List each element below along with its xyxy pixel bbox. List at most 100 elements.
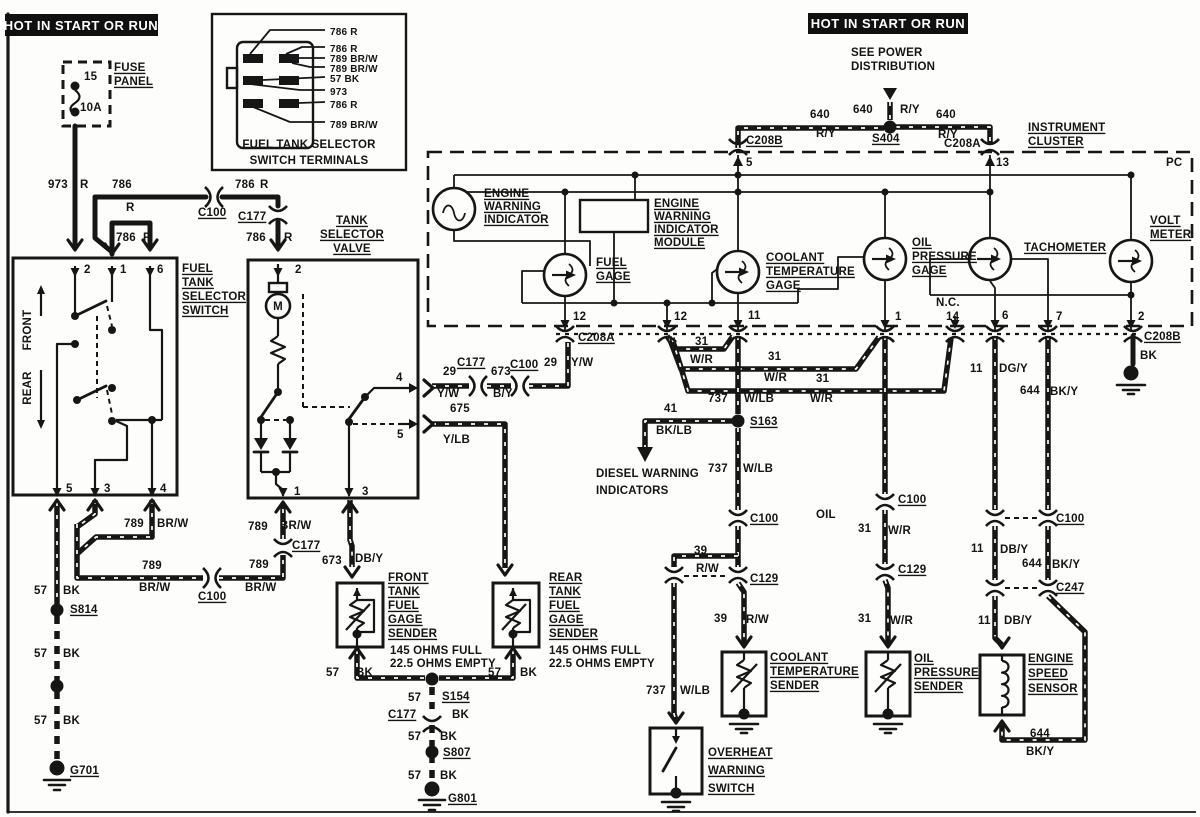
wire-label: BK/Y [1026, 746, 1054, 758]
valve-internals [252, 264, 418, 496]
wire-label: TANK [182, 277, 214, 289]
wire-label: SENDER [914, 681, 964, 693]
wires-dashed-thick [54, 616, 435, 783]
wire-label: 786 R [330, 44, 358, 55]
label-s404: S404 [872, 133, 900, 145]
cluster-gauges [264, 186, 1154, 320]
wire-label: 789 BR/W [330, 54, 378, 65]
wire-label: 789 BR/W [330, 120, 378, 131]
wire-label: 5 [746, 157, 753, 169]
wire-label: C208B [746, 135, 783, 147]
wire-label: S814 [70, 604, 98, 616]
wire-label: 4 [160, 483, 167, 495]
tachometer-symbol [967, 236, 1013, 282]
wire-label: C177 [457, 357, 485, 369]
wire-label: 57 [34, 715, 47, 727]
wire-label: 57 [408, 692, 421, 704]
wire-label: SENSOR [1028, 683, 1078, 695]
connector-symbols [202, 138, 1143, 733]
wire-label: SWITCH TERMINALS [250, 155, 369, 167]
wire-label: BK [440, 770, 458, 782]
wire-label: SENDER [770, 680, 820, 692]
label-see-power-distribution: SEE POWER [851, 47, 923, 59]
wire-label: 640 [853, 104, 873, 116]
wire-label: WARNING [654, 211, 711, 223]
label-tank-selector-valve: TANK [336, 215, 368, 227]
wire-label: R/W [746, 614, 769, 626]
wire-label: C208A [578, 332, 615, 344]
wire-label: 1 [895, 311, 902, 323]
wire-label: BR/W [157, 518, 188, 530]
wire-label: W/R [764, 372, 787, 384]
wire-label: C100 [510, 359, 538, 371]
wire-label: 11 [970, 363, 983, 375]
wire-label: 12 [573, 311, 586, 323]
wire-label: 786 R [330, 100, 358, 111]
label-instrument-cluster: INSTRUMENT [1028, 122, 1105, 134]
wire-label: BK [440, 731, 458, 743]
wire-label: 673 [322, 555, 342, 567]
wire-label: INDICATOR [484, 214, 549, 226]
wire-label: 640 [936, 109, 956, 121]
wire-label: C177 [238, 211, 266, 223]
wire-label: 737 [708, 463, 728, 475]
s163-splice [731, 414, 745, 428]
wire-label: 737 [646, 685, 666, 697]
wire-label: BK/Y [1052, 559, 1080, 571]
wire-label: C100 [898, 494, 926, 506]
wire-label: 789 [124, 518, 144, 530]
wire-label: Y/LB [443, 434, 470, 446]
instrument-cluster-box [426, 150, 1194, 328]
wire-label: Y/W [437, 388, 459, 400]
wire-label: 57 [326, 667, 339, 679]
wire-label: C177 [388, 709, 416, 721]
wire-label: DB/Y [1000, 544, 1028, 556]
wire-label: 57 [408, 770, 421, 782]
fuse-panel-box [61, 60, 112, 128]
banners: HOT IN START OR RUN HOT IN START OR RUN [4, 13, 968, 36]
c208b-ground-dot [1123, 365, 1139, 381]
label-fuel-gage: FUEL [596, 257, 627, 269]
wire-label: SENDER [388, 628, 438, 640]
wire-label: 2 [84, 264, 91, 276]
pin-arrows [52, 88, 1136, 497]
label-volt-meter: VOLT [1150, 215, 1181, 227]
wire-label: 11 [971, 543, 984, 555]
wire-label: 786 [246, 232, 266, 244]
wire-label: 10A [80, 102, 102, 114]
wire-label: 145 OHMS FULL [549, 645, 641, 657]
label-front-tank-fuel-gage-sender: FRONT [388, 572, 429, 584]
wire-label: 2 [295, 264, 302, 276]
wire-label: 41 [664, 403, 678, 415]
wire-label: 11 [748, 310, 761, 322]
terminal-arms [48, 238, 1011, 733]
wire-label: 786 [112, 179, 132, 191]
wire-label: TEMPERATURE [770, 666, 859, 678]
s404-splice [883, 120, 897, 134]
wire-label: 1 [294, 486, 301, 498]
wire-label: FUEL [549, 600, 580, 612]
wire-label: C100 [750, 513, 778, 525]
wire-label: G801 [448, 793, 477, 805]
wire-label: BK [452, 709, 470, 721]
wire-label: 22.5 OHMS EMPTY [390, 658, 496, 670]
label-engine-warning-indicator-module: ENGINE [654, 198, 699, 210]
fuel-gage-symbol [542, 252, 588, 298]
wire-label: 737 [708, 393, 728, 405]
wire-label: 973 [48, 179, 68, 191]
wire-label: R/Y [900, 104, 920, 116]
wire-label: 57 [34, 585, 47, 597]
wire-label: SENDER [549, 628, 599, 640]
cluster-internal-wiring [453, 155, 1140, 336]
wire-label: 15 [84, 71, 98, 83]
s814-splice [50, 603, 64, 617]
component-boxes [11, 12, 1194, 796]
wire-label: 4 [396, 372, 403, 384]
wire-label: FUEL [388, 600, 419, 612]
wire-label: R [80, 179, 89, 191]
wire-label: 57 [488, 667, 501, 679]
wire-label: 789 [142, 560, 162, 572]
wire-label: GAGE [912, 265, 947, 277]
banner-right-text: HOT IN START OR RUN [811, 16, 965, 31]
